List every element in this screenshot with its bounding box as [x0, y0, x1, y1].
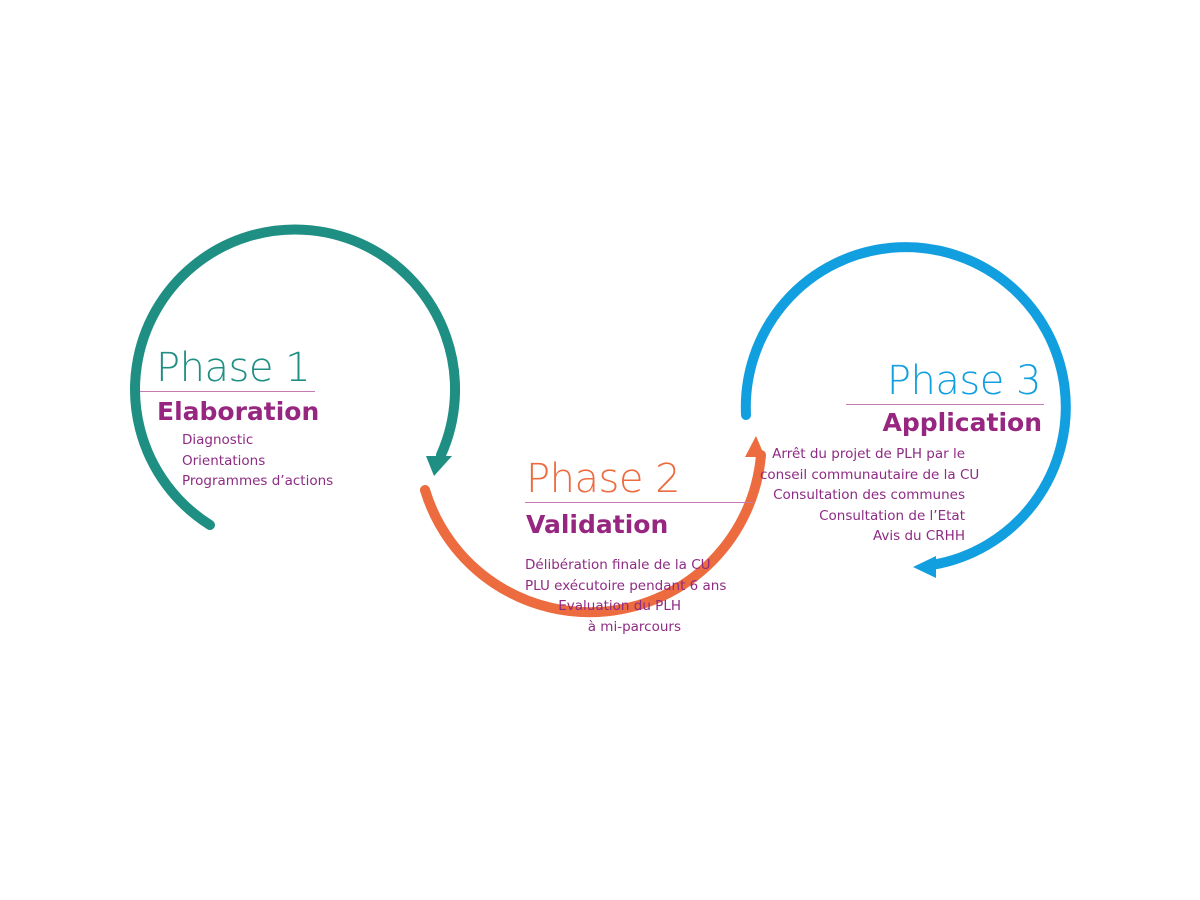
phase1-title: Phase 1	[156, 345, 311, 391]
phase1-item: Diagnostic	[182, 432, 254, 448]
phase3-block: Phase 3 Application Arrêt du projet de P…	[760, 358, 1045, 547]
phase3-arc	[740, 242, 1071, 570]
phase1-item: Programmes d’actions	[182, 473, 334, 489]
phase3-item: Arrêt du projet de PLH par le	[772, 446, 965, 462]
phase2-item: Délibération finale de la CU	[525, 557, 711, 573]
phase3-items: Arrêt du projet de PLH par le conseil co…	[760, 444, 980, 547]
phase3-arrowhead-icon	[913, 556, 936, 578]
phase2-block: Phase 2 Validation Délibération finale d…	[525, 456, 755, 637]
phase3-title: Phase 3	[886, 358, 1042, 404]
phase1-divider	[140, 391, 315, 392]
phase2-arrowhead-icon	[745, 436, 765, 457]
phase1-arc	[130, 224, 460, 530]
phase2-subtitle: Validation	[526, 510, 669, 539]
phase2-items: Délibération finale de la CU PLU exécuto…	[525, 555, 727, 637]
phase2-item: Evaluation du PLH	[558, 598, 681, 614]
phase3-item: Avis du CRHH	[872, 528, 965, 544]
phase2-title: Phase 2	[526, 456, 681, 502]
phase2-arc	[420, 450, 766, 618]
phase2-item: PLU exécutoire pendant 6 ans	[525, 577, 727, 594]
phase1-items: Diagnostic Orientations Programmes d’act…	[182, 430, 340, 492]
phase1-arrowhead-icon	[426, 456, 452, 476]
phase3-item: conseil communautaire de la CU	[760, 466, 980, 483]
phase1-item: Orientations	[182, 452, 266, 469]
phase2-divider	[525, 502, 753, 503]
phase1-block: Phase 1 Elaboration Diagnostic Orientati…	[140, 345, 340, 492]
phase3-subtitle: Application	[882, 408, 1042, 437]
phase1-subtitle: Elaboration	[157, 397, 320, 426]
phase3-item: Consultation de l’Etat	[819, 507, 965, 524]
phase2-item: à mi-parcours	[587, 618, 681, 635]
phase3-item: Consultation des communes	[773, 487, 965, 503]
phase3-divider	[846, 404, 1044, 405]
